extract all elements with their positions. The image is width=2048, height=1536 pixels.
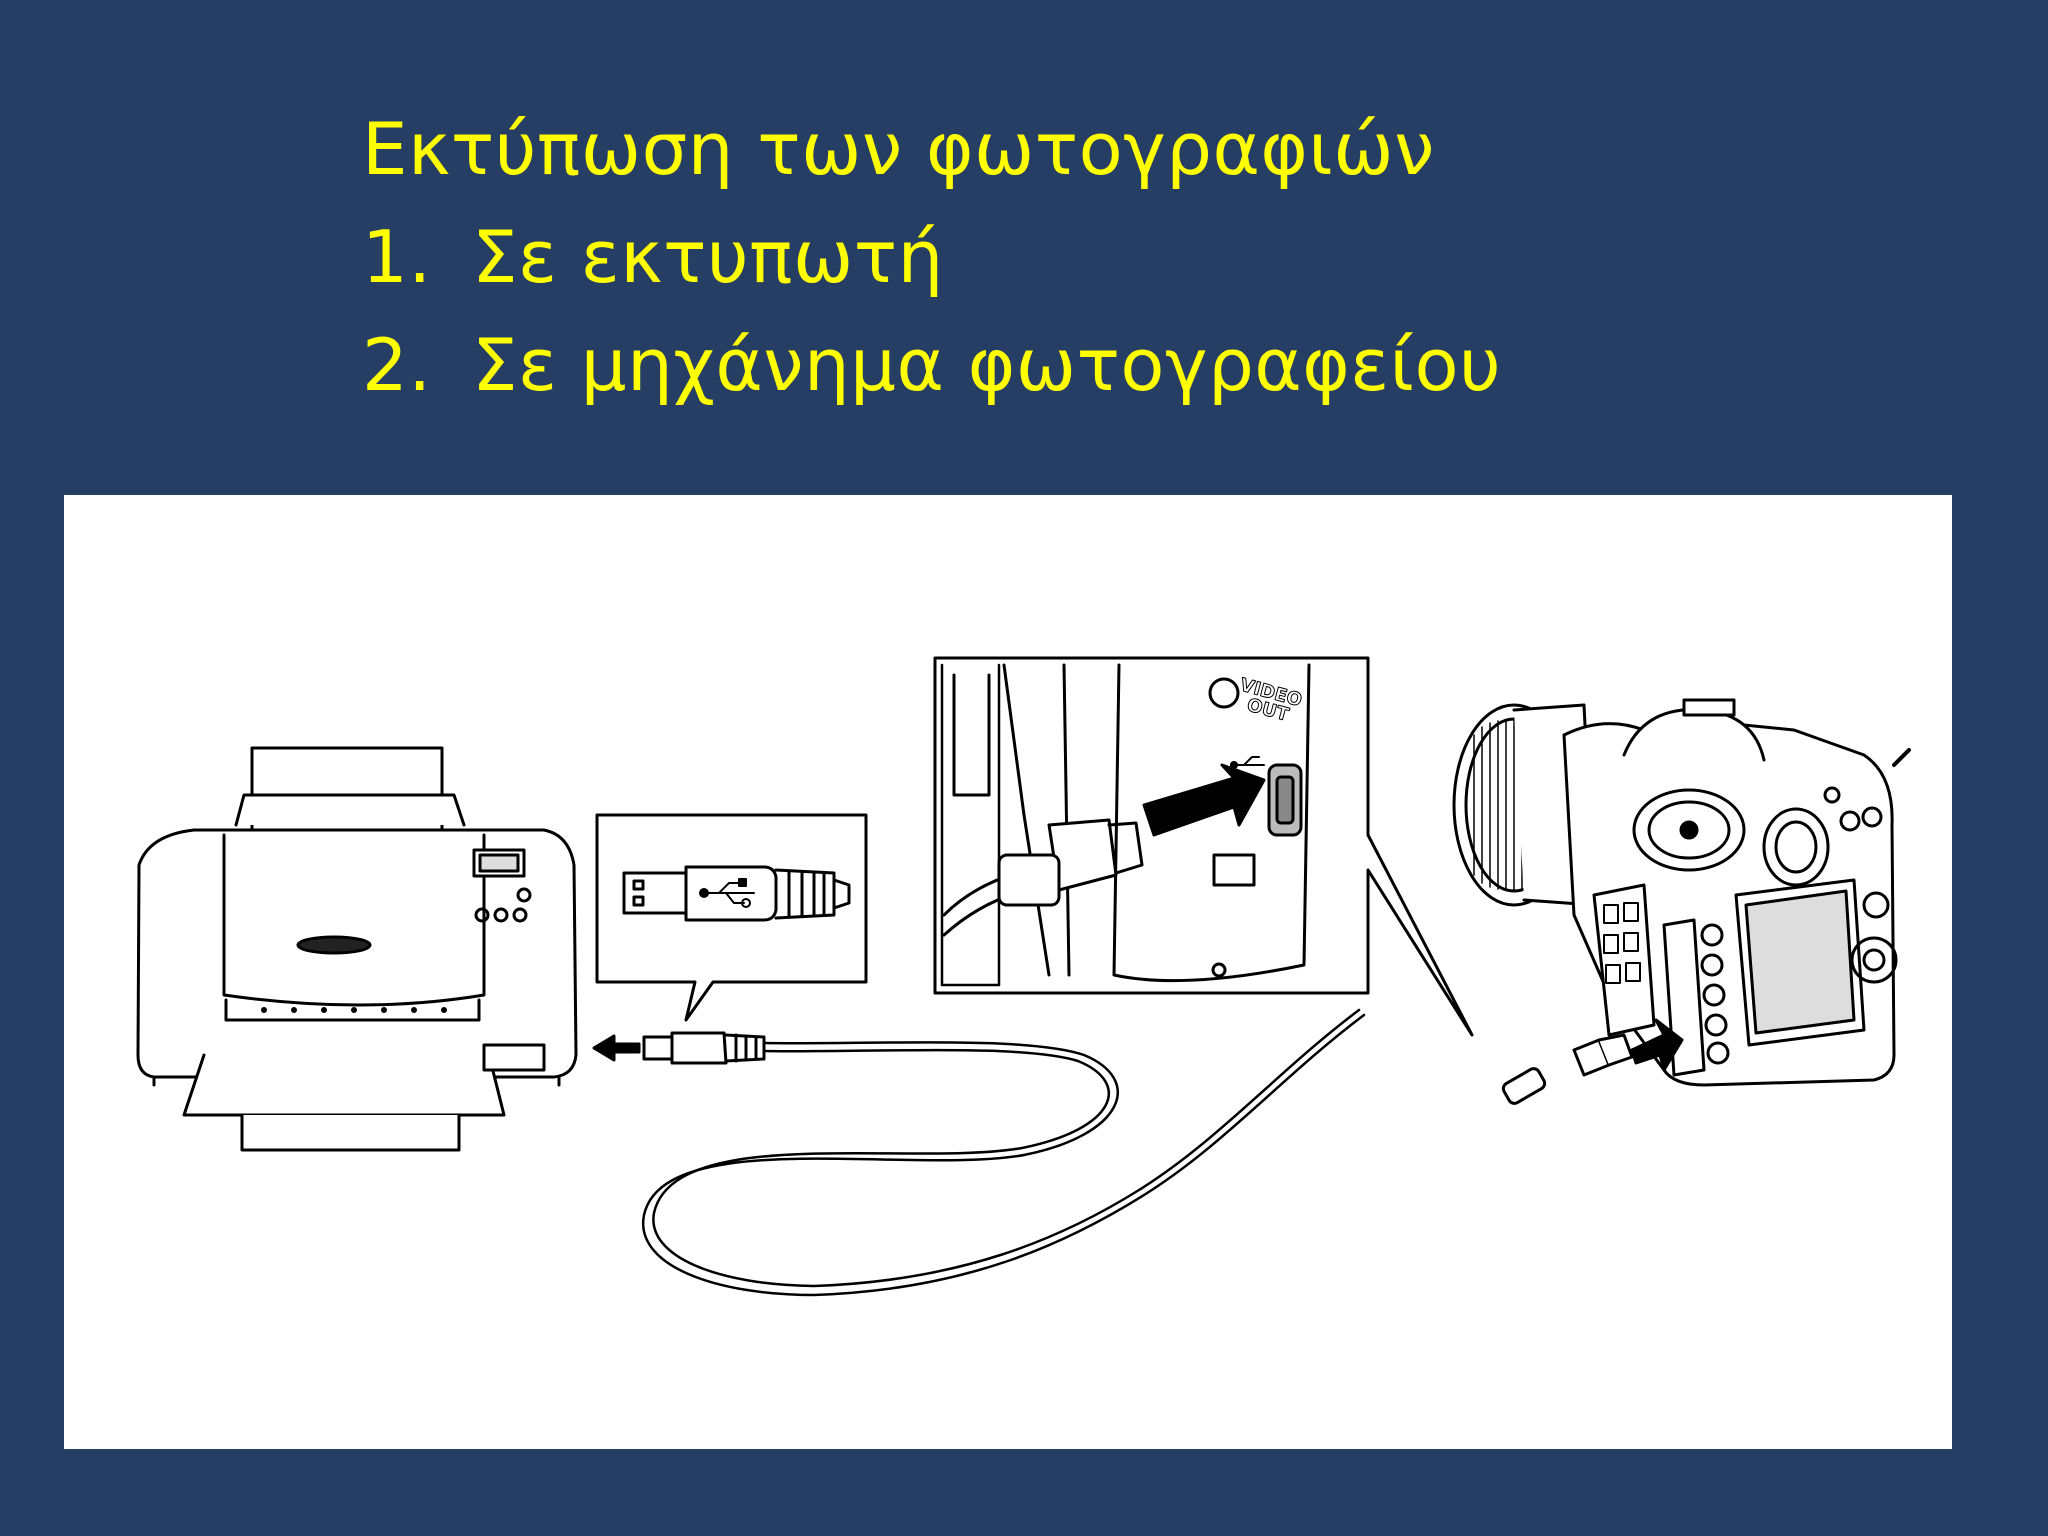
list-number-1: 1. (362, 215, 432, 299)
printer-icon (136, 746, 578, 1152)
arrow-left-icon (592, 1034, 641, 1062)
port-callout (933, 656, 1474, 1037)
usb-connection-illustration: VIDEO OUT (64, 495, 1952, 1449)
list-text-1: Σε εκτυπωτή (472, 215, 944, 299)
usb-a-plug (642, 1031, 766, 1065)
title-block: Εκτύπωση των φωτογραφιών 1. Σε εκτυπωτή 2… (362, 95, 1862, 419)
slide-title: Εκτύπωση των φωτογραφιών (362, 107, 1435, 191)
list-item-1: 1. Σε εκτυπωτή (362, 203, 1862, 311)
list-item-2: 2. Σε μηχάνημα φωτογραφείου (362, 311, 1862, 419)
usb-symbol-icon (699, 878, 755, 908)
usb-cable (641, 1013, 1366, 1297)
usb-a-callout (595, 813, 868, 1022)
illustration-svg: VIDEO OUT (136, 656, 1911, 1297)
arrow-right-icon (1142, 763, 1266, 837)
list-text-2: Σε μηχάνημα φωτογραφείου (472, 323, 1502, 407)
list-number-2: 2. (362, 323, 432, 407)
camera-icon (1452, 698, 1911, 1105)
